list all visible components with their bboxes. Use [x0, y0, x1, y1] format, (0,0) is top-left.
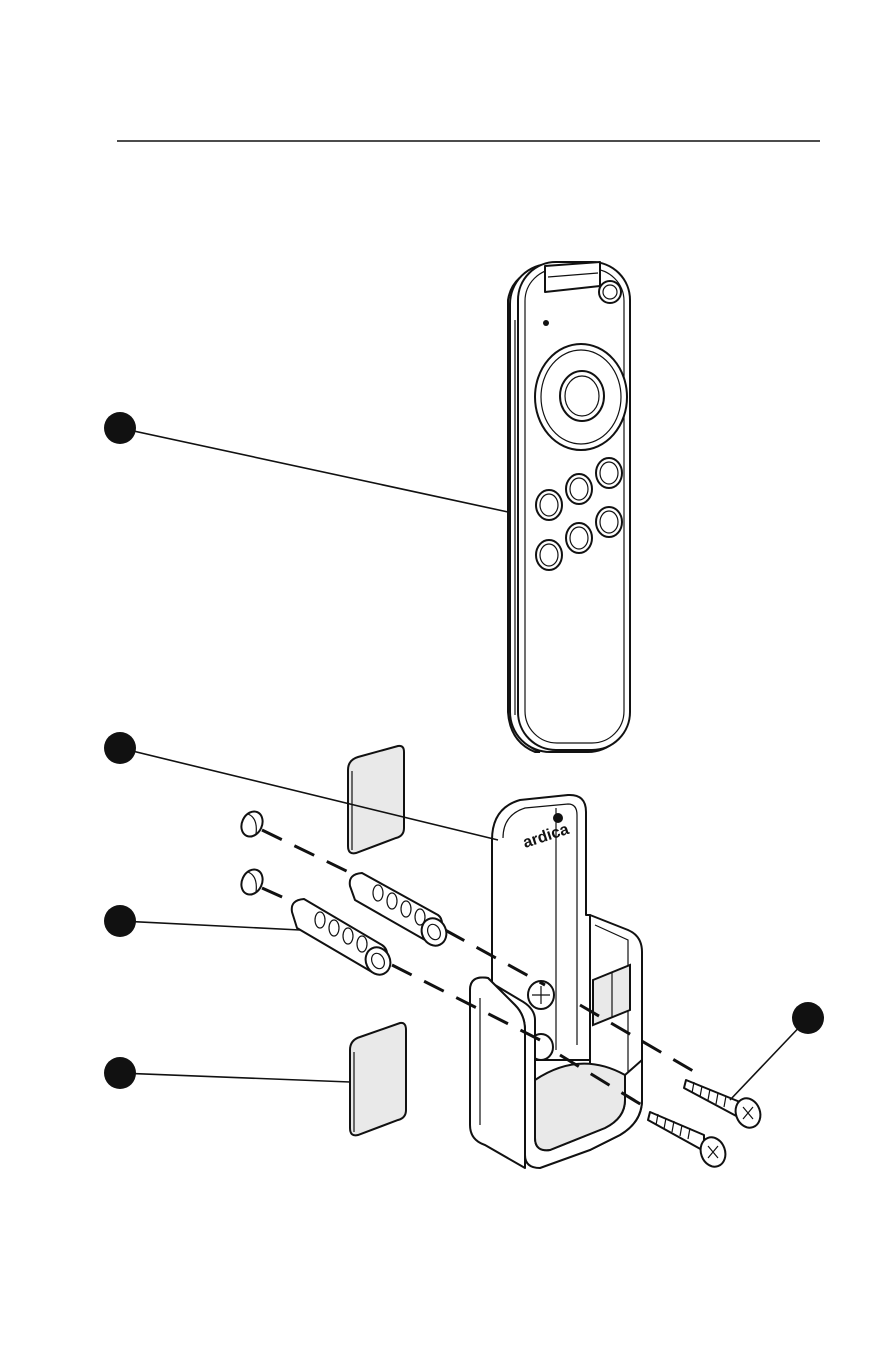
adhesive-pad-upper [348, 746, 404, 853]
remote-control [508, 262, 630, 752]
screw-upper [684, 1080, 764, 1131]
callout-bullet-anchors [104, 905, 136, 937]
wall-holes [237, 808, 266, 898]
callout-anchors [104, 905, 300, 937]
callout-screws [730, 1002, 824, 1100]
callout-holder [104, 732, 498, 840]
callout-bullet-pad [104, 1057, 136, 1089]
wall-holder: ardica [470, 795, 642, 1168]
callout-bullet-remote [104, 412, 136, 444]
callout-bullet-screws [792, 1002, 824, 1034]
screw-lower [648, 1112, 729, 1170]
adhesive-pad-lower [350, 1023, 406, 1135]
callout-pad [104, 1057, 350, 1089]
callout-remote [104, 412, 508, 512]
callout-bullet-holder [104, 732, 136, 764]
